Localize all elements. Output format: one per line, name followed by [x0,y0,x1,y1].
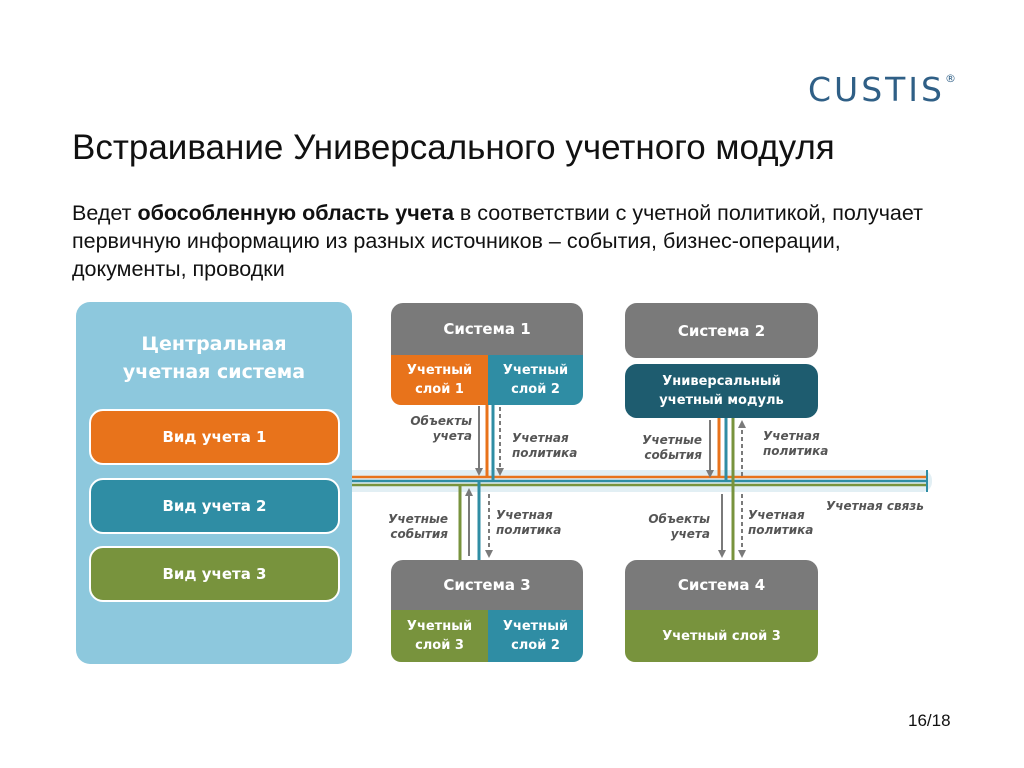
system-3-header: Система 3 [391,560,583,610]
central-system-title: Центральная учетная система [122,333,306,383]
system-2-header: Система 2 [625,303,818,358]
page-title: Встраивание Универсального учетного моду… [72,128,835,167]
system-1-header: Система 1 [391,303,583,355]
intro-bold: обособленную область учета [137,201,454,225]
label-bus: Учетная связь [826,499,924,513]
system-4-header: Система 4 [625,560,818,610]
custis-logo: CUSTIS® [808,70,956,109]
system-4-layer-3: Учетный слой 3 [625,610,818,662]
view-accounting-3: Вид учета 3 [89,546,340,602]
view-accounting-1: Вид учета 1 [89,409,340,465]
view-accounting-2: Вид учета 2 [89,478,340,534]
intro-text: Ведет обособленную область учета в соотв… [72,201,923,281]
page-number: 16/18 [908,711,951,730]
